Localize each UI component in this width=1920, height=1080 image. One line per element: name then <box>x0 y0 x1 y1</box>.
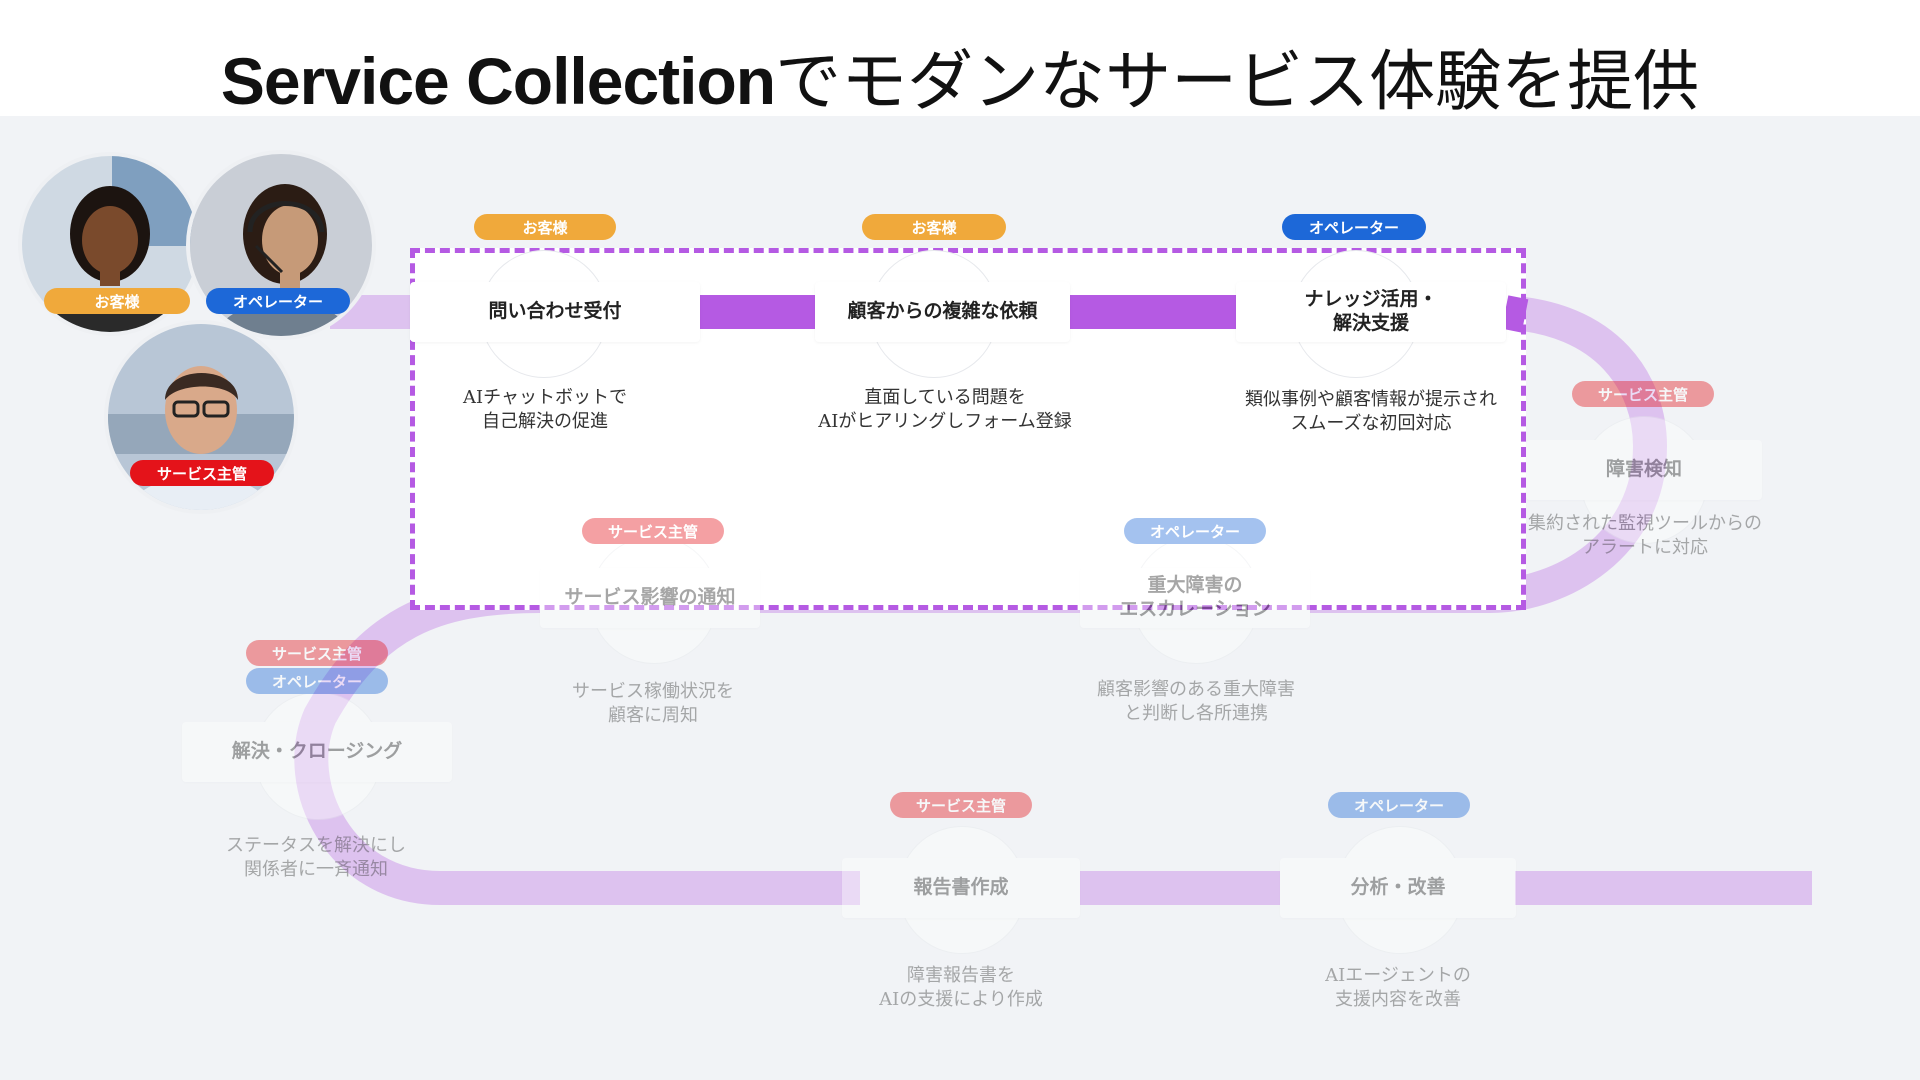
step-desc-escalation-line2: と判断し各所連携 <box>1124 703 1268 725</box>
step-card-analysis[interactable]: 分析・改善 <box>1280 858 1516 918</box>
step-desc-analysis-line2: 支援内容を改善 <box>1335 989 1461 1011</box>
step-desc-detect-line2: アラートに対応 <box>1582 537 1708 559</box>
step-badge-inquiry: お客様 <box>474 214 616 240</box>
step-desc-notify: サービス稼働状況を顧客に周知 <box>510 680 796 729</box>
step-desc-notify-line2: 顧客に周知 <box>608 705 698 727</box>
node-circle-notify <box>590 536 718 664</box>
step-card-resolve[interactable]: 解決・クロージング <box>182 722 452 782</box>
step-title-notify: サービス影響の通知 <box>564 586 736 609</box>
step-desc-analysis: AIエージェントの支援内容を改善 <box>1258 964 1538 1013</box>
step-desc-resolve: ステータスを解決にし関係者に一斉通知 <box>176 834 456 883</box>
step-badge-notify: サービス主管 <box>582 518 724 544</box>
step-card-escalation[interactable]: 重大障害のエスカレーション <box>1080 568 1310 628</box>
node-circle-resolve <box>254 692 382 820</box>
step-desc-report-line1: 障害報告書を <box>907 965 1015 986</box>
step-title-knowledge-line1: ナレッジ活用・ <box>1304 288 1438 311</box>
step-desc-escalation: 顧客影響のある重大障害と判断し各所連携 <box>1056 678 1336 727</box>
step-desc-knowledge: 類似事例や顧客情報が提示されスムーズな初回対応 <box>1216 388 1526 437</box>
step-desc-complex-line1: 直面している問題を <box>864 387 1026 408</box>
step-title-resolve: 解決・クロージング <box>231 740 403 763</box>
page-title: Service Collectionでモダンなサービス体験を提供 <box>0 28 1920 124</box>
persona-badge-operator: オペレーター <box>206 288 350 314</box>
step-card-notify[interactable]: サービス影響の通知 <box>540 568 760 628</box>
node-circle-analysis <box>1336 826 1464 954</box>
persona-badge-manager: サービス主管 <box>130 460 274 486</box>
page-title-en: Service Collection <box>220 44 776 118</box>
step-title-inquiry: 問い合わせ受付 <box>488 300 622 323</box>
step-badge-knowledge: オペレーター <box>1282 214 1426 240</box>
step-title-analysis: 分析・改善 <box>1350 876 1446 899</box>
title-band <box>0 0 1920 116</box>
step-title-escalation-line2: エスカレーション <box>1119 598 1271 620</box>
step-badge-analysis: オペレーター <box>1328 792 1470 818</box>
step-badge-escalation: オペレーター <box>1124 518 1266 544</box>
step-desc-detect: 集約された監視ツールからのアラートに対応 <box>1500 512 1790 561</box>
step-desc-resolve-line1: ステータスを解決にし <box>226 835 406 856</box>
step-desc-report-line2: AIの支援により作成 <box>879 989 1043 1011</box>
step-title-detect: 障害検知 <box>1605 458 1682 481</box>
step-desc-inquiry: AIチャットボットで自己解決の促進 <box>400 386 690 435</box>
step-card-complex[interactable]: 顧客からの複雑な依頼 <box>815 282 1070 342</box>
step-desc-complex-line2: AIがヒアリングしフォーム登録 <box>818 411 1072 433</box>
step-desc-knowledge-line2: スムーズな初回対応 <box>1290 413 1452 435</box>
node-circle-report <box>898 826 1026 954</box>
step-desc-resolve-line2: 関係者に一斉通知 <box>244 859 388 881</box>
step-desc-notify-line1: サービス稼働状況を <box>572 681 734 702</box>
step-desc-report: 障害報告書を AIの支援により作成 <box>820 964 1102 1013</box>
step-title-knowledge-line2: 解決支援 <box>1332 312 1409 334</box>
step-desc-inquiry-line2: 自己解決の促進 <box>482 411 608 433</box>
step-desc-detect-line1: 集約された監視ツールからの <box>1528 513 1762 534</box>
step-desc-complex: 直面している問題を AIがヒアリングしフォーム登録 <box>780 386 1110 435</box>
step-desc-analysis-line1: AIエージェントの <box>1325 965 1471 986</box>
step-desc-inquiry-line1: AIチャットボットで <box>463 387 627 408</box>
step-title-complex: 顧客からの複雑な依頼 <box>847 300 1038 323</box>
step-title-report: 報告書作成 <box>913 876 1009 899</box>
step-card-knowledge[interactable]: ナレッジ活用・解決支援 <box>1236 282 1506 342</box>
step-badge-report: サービス主管 <box>890 792 1032 818</box>
step-badge-resolve: サービス主管 <box>246 640 388 666</box>
step-card-report[interactable]: 報告書作成 <box>842 858 1080 918</box>
step-desc-escalation-line1: 顧客影響のある重大障害 <box>1097 679 1295 700</box>
step-badge-resolve-2: オペレーター <box>246 668 388 694</box>
step-card-inquiry[interactable]: 問い合わせ受付 <box>410 282 700 342</box>
journey-canvas: お客様 オペレーター サービス主管 お客様 問い合わせ受付 AIチャットボットで… <box>0 116 1920 1080</box>
page-title-ja: でモダンなサービス体験を提供 <box>775 43 1700 120</box>
step-title-escalation-line1: 重大障害の <box>1147 574 1243 597</box>
node-circle-escalation <box>1132 536 1260 664</box>
step-desc-knowledge-line1: 類似事例や顧客情報が提示され <box>1245 389 1497 410</box>
step-badge-detect: サービス主管 <box>1572 381 1714 407</box>
persona-badge-customer: お客様 <box>44 288 190 314</box>
node-circle-detect <box>1580 416 1708 544</box>
step-badge-complex: お客様 <box>862 214 1006 240</box>
step-card-detect[interactable]: 障害検知 <box>1526 440 1762 500</box>
